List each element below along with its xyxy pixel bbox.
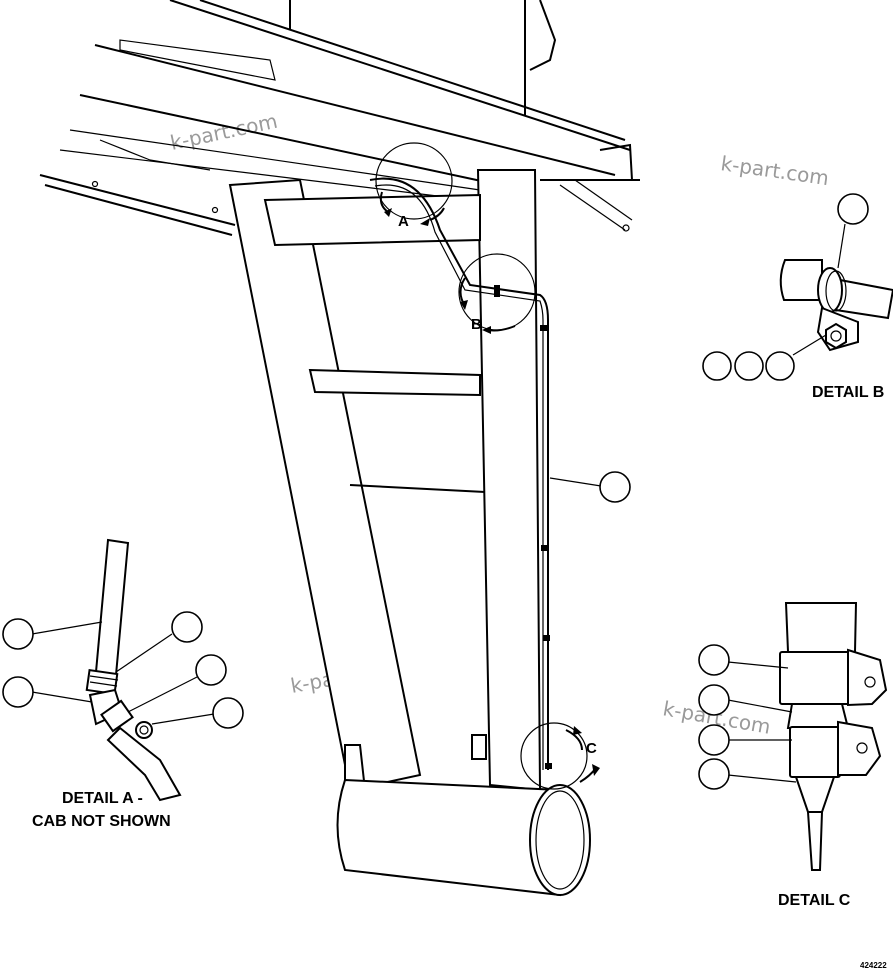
detail-a-caption-line1: DETAIL A - <box>62 790 143 807</box>
tank-cylinder <box>336 778 591 897</box>
detail-a-letter: A <box>398 213 409 230</box>
detail-b-view: DETAIL B <box>702 193 893 401</box>
detail-a-caption-line2: CAB NOT SHOWN <box>32 813 171 830</box>
detail-b-letter: B <box>471 316 482 333</box>
detail-c-marker: C <box>520 722 600 790</box>
detail-b-caption: DETAIL B <box>812 384 884 401</box>
callout-main-hose <box>549 471 631 503</box>
hose-route <box>369 177 552 770</box>
detail-b-marker: B <box>458 253 536 334</box>
ladder-frame <box>228 169 542 797</box>
watermark-1: k-part.com <box>168 109 280 155</box>
watermark-2: k-part.com <box>719 151 830 190</box>
detail-c-caption: DETAIL C <box>778 892 851 909</box>
figure-number: 424222 <box>860 961 887 970</box>
detail-c-view: DETAIL C <box>698 602 888 909</box>
detail-a-marker: A <box>375 142 453 230</box>
cab-frame <box>39 0 640 236</box>
detail-a-view: DETAIL A - CAB NOT SHOWN <box>2 538 244 830</box>
detail-c-letter: C <box>586 740 597 757</box>
